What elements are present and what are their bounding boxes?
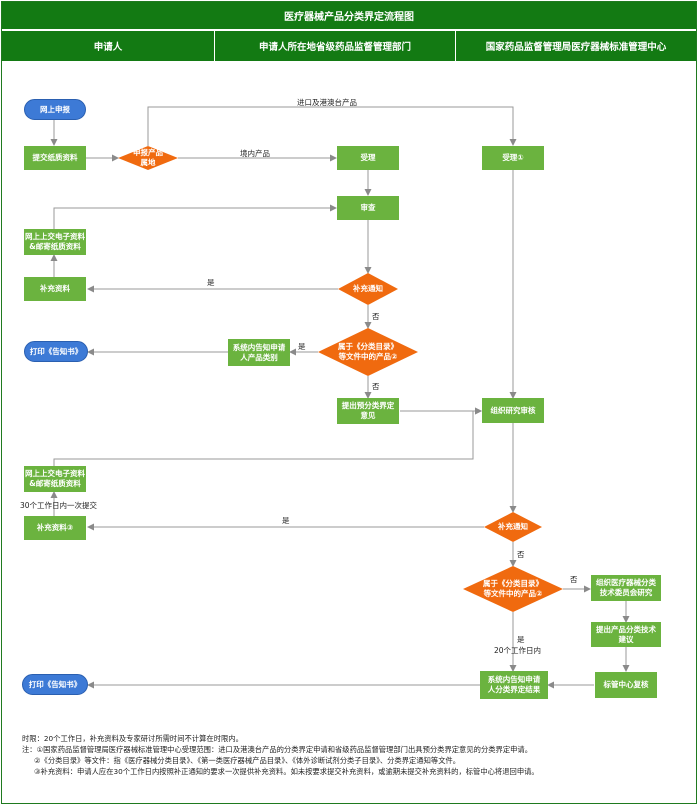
- label-no-2: 否: [372, 382, 380, 391]
- node-system-notify-2: 系统内告知申请 人分类界定结果: [480, 671, 548, 699]
- node-apply-online: 网上申报: [24, 99, 86, 120]
- label-yes-1: 是: [207, 278, 215, 287]
- label-yes-4: 是: [517, 635, 525, 644]
- note-1: 注：①国家药品监督管理局医疗器械标准管理中心受理范围：进口及港澳台产品的分类界定…: [22, 745, 533, 754]
- label-imported: 进口及港澳台产品: [297, 98, 357, 107]
- label-domestic: 境内产品: [240, 149, 270, 158]
- lane-center: 国家药品监督管理局医疗器械标准管理中心: [485, 42, 667, 53]
- label-within-20: 20个工作日内: [494, 646, 542, 655]
- node-review: 审查: [337, 196, 399, 220]
- node-in-catalog-1: 属于《分类目录》 等文件中的产品②: [338, 342, 398, 361]
- node-in-catalog-2: 属于《分类目录》 等文件中的产品②: [483, 579, 543, 598]
- decision-notice2-shape: [484, 512, 542, 542]
- label-yes-3: 是: [282, 516, 290, 525]
- node-upload-mail-2: 网上上交电子资料 &邮寄纸质资料: [24, 466, 86, 492]
- node-supplement-notice-1: 补充通知: [353, 284, 383, 293]
- node-print-notice-1: 打印《告知书》: [24, 341, 88, 362]
- lane-applicant: 申请人: [93, 42, 123, 53]
- node-committee-study: 组织医疗器械分类 技术委员会研究: [591, 575, 661, 601]
- node-supplement-notice-2: 补充通知: [498, 522, 528, 531]
- node-system-notify-1: 系统内告知申请 人产品类别: [228, 339, 290, 366]
- label-no-4: 否: [570, 575, 578, 584]
- node-accept-province: 受理: [337, 146, 399, 170]
- decision-region-shape: [118, 146, 178, 170]
- decision-catalog2-shape: [463, 566, 563, 612]
- label-no-3: 否: [517, 550, 525, 559]
- note-3: ③补充资料：申请人应在30个工作日内按照补正通知的要求一次提供补充资料。如未按要…: [34, 767, 539, 776]
- decision-notice1-shape: [338, 273, 398, 305]
- lane-divider: [455, 31, 456, 61]
- node-accept-center: 受理①: [482, 146, 544, 170]
- lane-divider: [214, 31, 215, 61]
- label-no-1: 否: [372, 312, 380, 321]
- label-yes-2: 是: [298, 342, 306, 351]
- node-print-notice-2: 打印《告知书》: [22, 674, 88, 695]
- node-submit-paper: 提交纸质资料: [24, 146, 86, 170]
- node-supplement-1: 补充资料: [24, 277, 86, 301]
- note-time-limit: 时限：20个工作日，补充资料及专家研讨所需时间不计算在时限内。: [22, 734, 243, 743]
- note-2: ②《分类目录》等文件：指《医疗器械分类目录》、《第一类医疗器械产品目录》、《体外…: [34, 756, 461, 765]
- node-recheck: 标管中心复核: [595, 672, 657, 698]
- node-region-decision: 申报产品 属地: [133, 148, 163, 167]
- label-within-30: 30个工作日内一次提交: [20, 501, 98, 510]
- lane-province: 申请人所在地省级药品监督管理部门: [258, 42, 411, 53]
- node-prelim-opinion: 提出预分类界定 意见: [337, 398, 399, 424]
- node-upload-mail-1: 网上上交电子资料 &邮寄纸质资料: [24, 229, 86, 255]
- node-tech-advice: 提出产品分类技术 建议: [591, 622, 661, 647]
- diagram-title: 医疗器械产品分类界定流程图: [2, 2, 696, 29]
- decision-catalog1-shape: [318, 328, 418, 376]
- footnotes: 时限：20个工作日，补充资料及专家研讨所需时间不计算在时限内。 注：①国家药品监…: [22, 733, 682, 777]
- node-supplement-2: 补充资料③: [24, 516, 86, 540]
- node-organize-review: 组织研究审核: [482, 398, 544, 423]
- lane-header-bar: 申请人 申请人所在地省级药品监督管理部门 国家药品监督管理局医疗器械标准管理中心: [2, 31, 696, 61]
